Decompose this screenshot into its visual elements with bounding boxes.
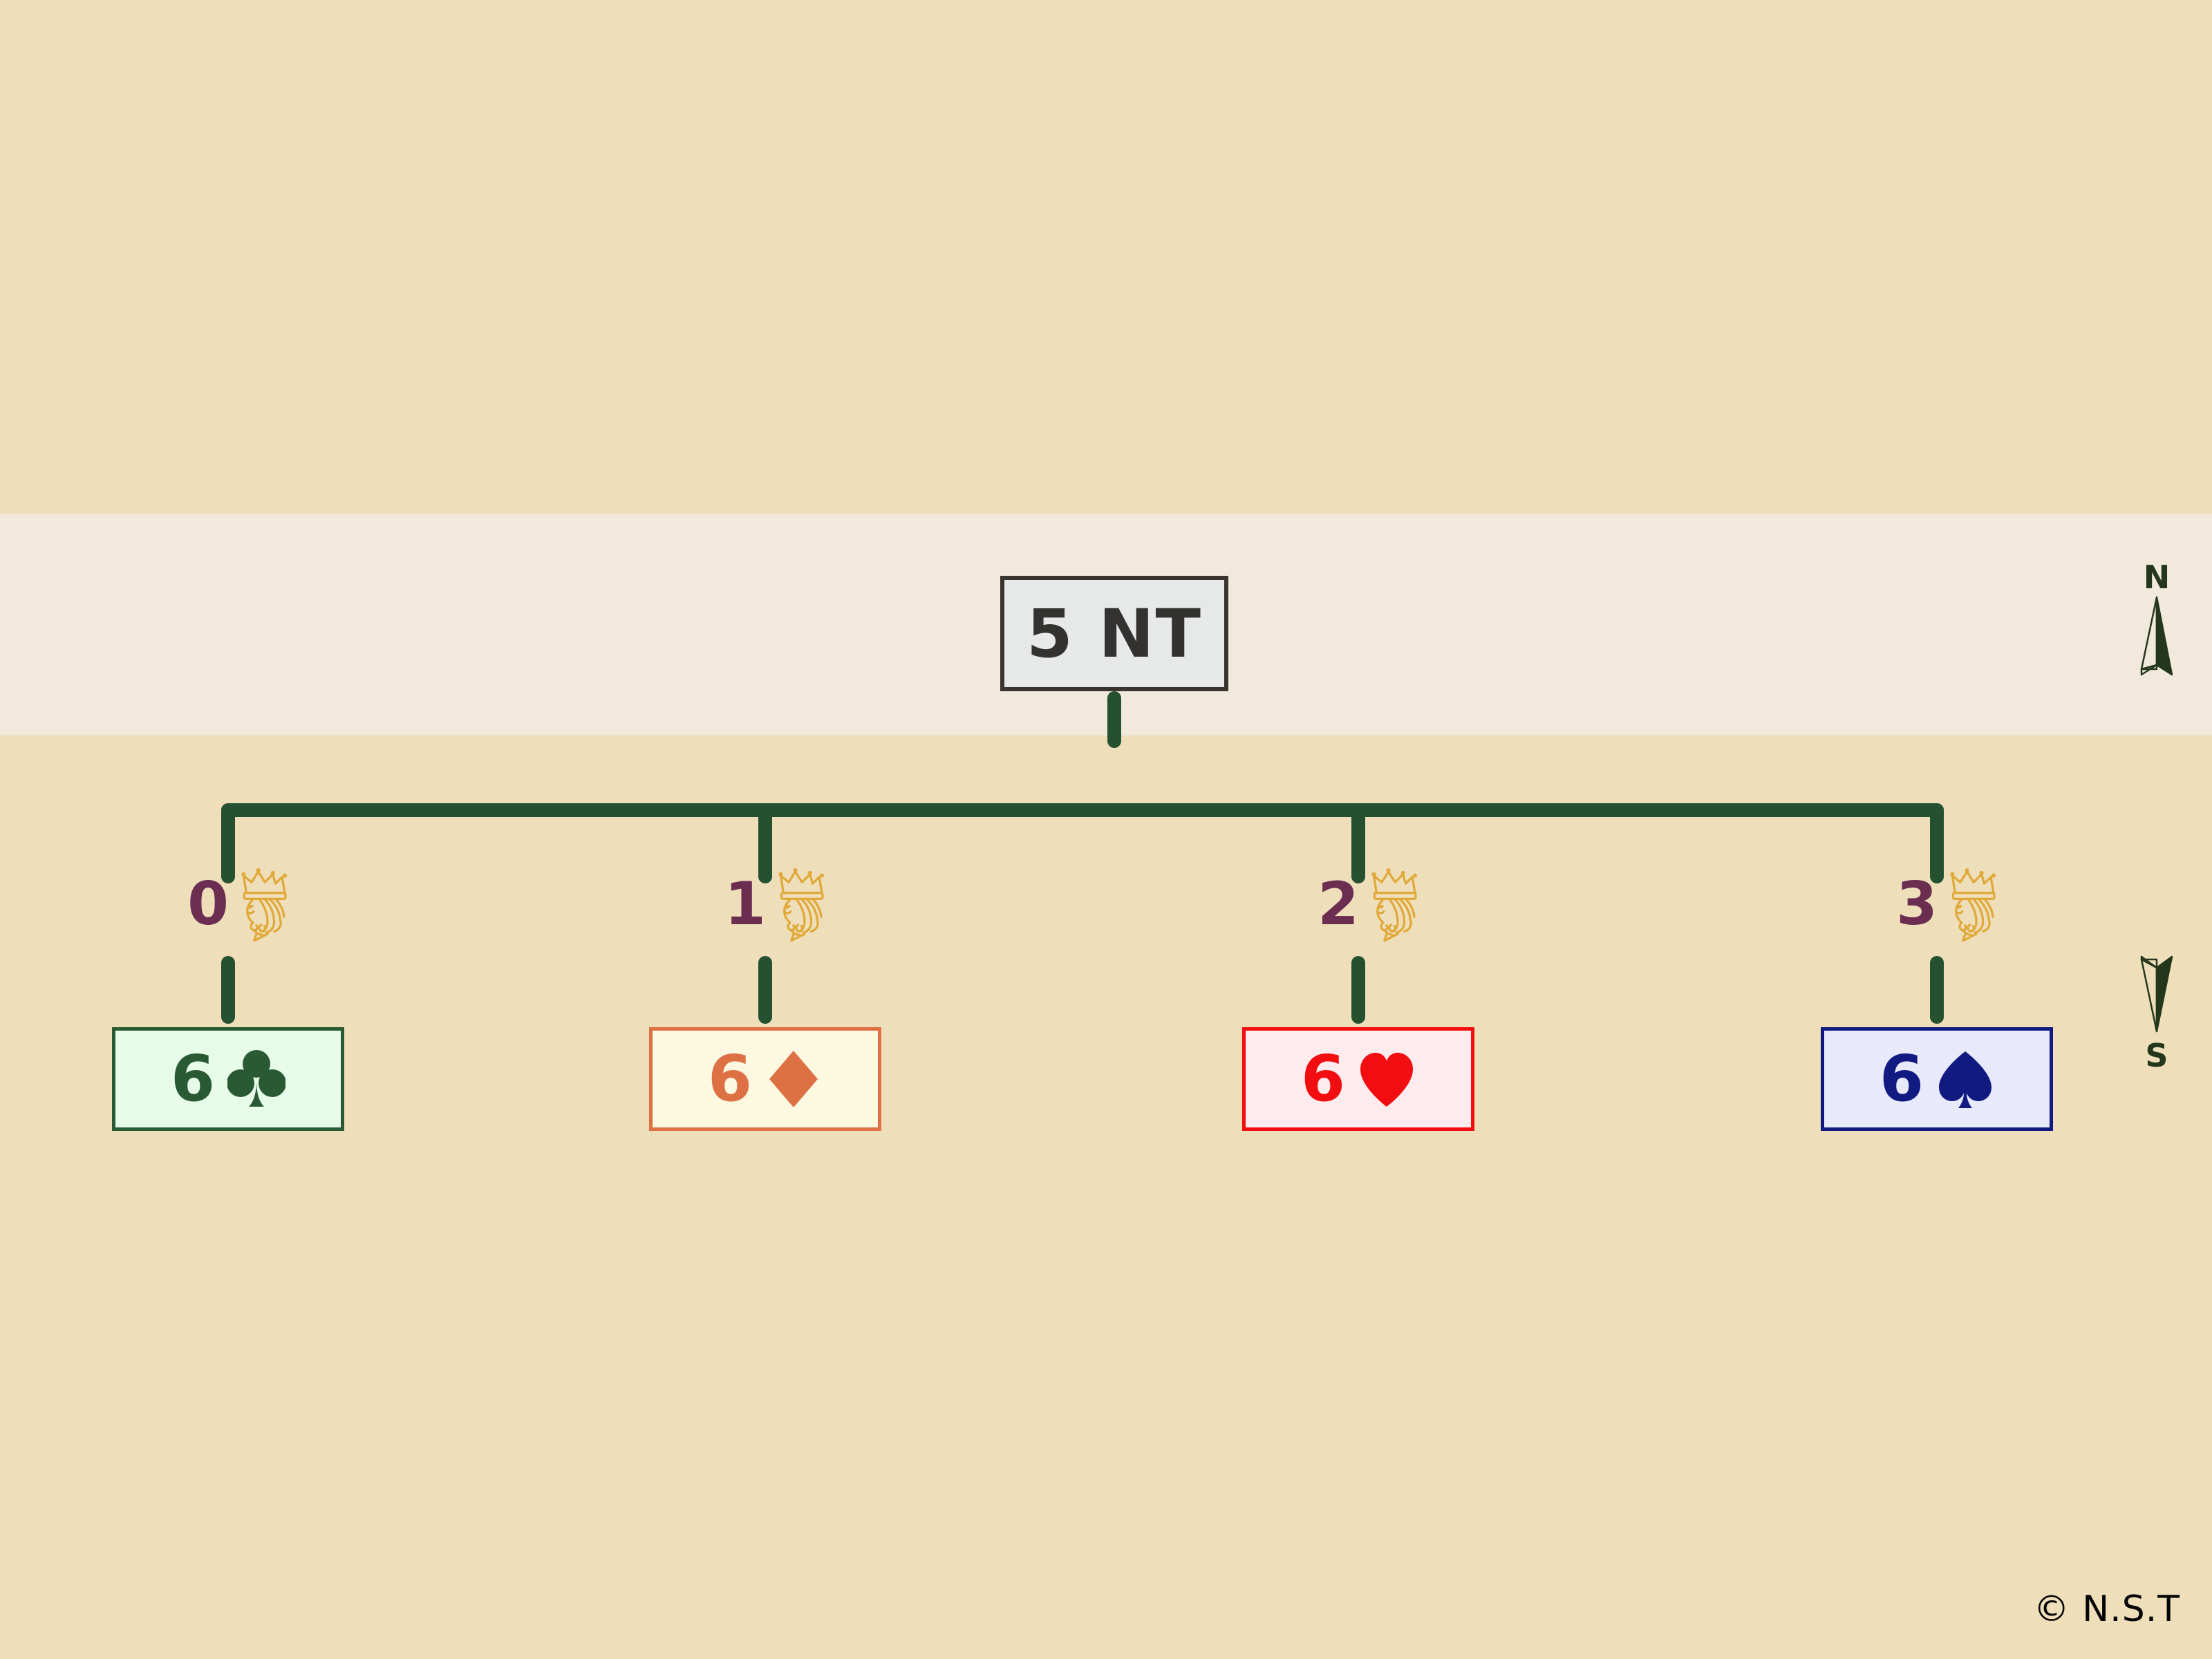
compass-north: N xyxy=(2129,561,2184,676)
branch-key-count-2: 2 xyxy=(1318,870,1359,939)
north-arrow-icon xyxy=(2140,596,2173,676)
branch-label-0: 0 xyxy=(187,863,299,946)
root-bid-box[interactable]: 5 NT xyxy=(1000,576,1228,691)
bid-box-spades[interactable]: 6 xyxy=(1821,1027,2053,1131)
bid-box-hearts[interactable]: 6 xyxy=(1242,1027,1474,1131)
bid-level-1: 6 xyxy=(707,1042,752,1116)
connector-drop-0 xyxy=(221,803,235,883)
copyright-notice: © N.S.T xyxy=(2033,1588,2180,1630)
branch-key-count-0: 0 xyxy=(187,870,229,939)
diamonds-suit-icon xyxy=(765,1047,823,1111)
bid-level-3: 6 xyxy=(1879,1042,1924,1116)
king-icon xyxy=(1363,866,1430,942)
compass-south: S xyxy=(2129,953,2184,1071)
clubs-suit-icon xyxy=(227,1047,285,1111)
hearts-suit-icon xyxy=(1358,1047,1416,1111)
king-icon xyxy=(1942,866,2008,942)
connector-stub-0 xyxy=(221,956,235,1024)
connector-horizontal-bar xyxy=(221,803,1944,817)
bid-level-2: 6 xyxy=(1300,1042,1345,1116)
king-icon xyxy=(233,866,299,942)
root-bid-label: 5 NT xyxy=(1026,594,1203,673)
compass-north-label: N xyxy=(2143,559,2171,596)
connector-drop-2 xyxy=(1351,803,1365,883)
connector-stub-3 xyxy=(1930,956,1944,1024)
bid-box-clubs[interactable]: 6 xyxy=(112,1027,344,1131)
connector-root-stem xyxy=(1107,691,1121,748)
spades-suit-icon xyxy=(1936,1047,1994,1111)
branch-label-3: 3 xyxy=(1896,863,2008,946)
connector-stub-2 xyxy=(1351,956,1365,1024)
connector-drop-1 xyxy=(758,803,772,883)
branch-key-count-3: 3 xyxy=(1896,870,1938,939)
bid-level-0: 6 xyxy=(170,1042,215,1116)
branch-label-1: 1 xyxy=(724,863,836,946)
south-arrow-icon xyxy=(2140,955,2173,1033)
king-icon xyxy=(770,866,836,942)
connector-stub-1 xyxy=(758,956,772,1024)
bid-box-diamonds[interactable]: 6 xyxy=(649,1027,881,1131)
connector-drop-3 xyxy=(1930,803,1944,883)
branch-key-count-1: 1 xyxy=(724,870,766,939)
compass-south-label: S xyxy=(2145,1037,2168,1074)
branch-label-2: 2 xyxy=(1318,863,1430,946)
